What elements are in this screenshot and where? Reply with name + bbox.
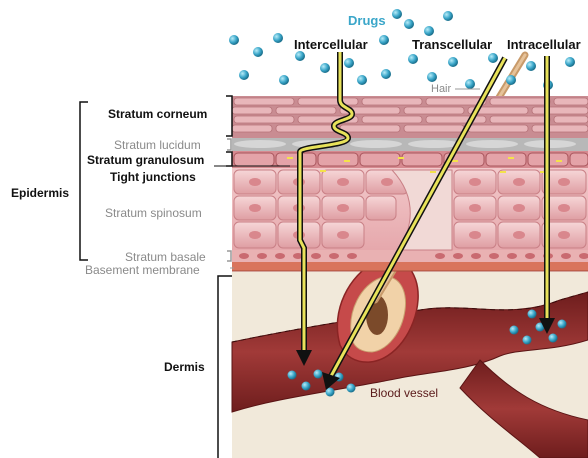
intercellular-label: Intercellular: [294, 38, 368, 52]
hair-label: Hair: [431, 82, 451, 96]
drugs-label: Drugs: [348, 14, 386, 28]
intracellular-label: Intracellular: [507, 38, 581, 52]
tight-junctions-label: Tight junctions: [110, 170, 196, 184]
stratum-corneum-layer: [232, 96, 588, 138]
stratum-lucidum-label: Stratum lucidum: [114, 138, 201, 152]
stratum-basale-layer: [232, 250, 588, 262]
stratum-basale-label: Stratum basale: [125, 250, 206, 264]
epidermis-label: Epidermis: [11, 186, 69, 200]
stratum-corneum-label: Stratum corneum: [108, 107, 207, 121]
basement-membrane-label: Basement membrane: [85, 263, 200, 277]
basement-membrane-layer: [232, 262, 588, 271]
blood-vessel-label: Blood vessel: [370, 386, 438, 400]
transcellular-label: Transcellular: [412, 38, 492, 52]
stratum-granulosum-label: Stratum granulosum: [87, 153, 204, 167]
stratum-lucidum-layer: [232, 138, 588, 151]
stratum-spinosum-label: Stratum spinosum: [105, 206, 202, 220]
dermis-label: Dermis: [164, 360, 205, 374]
